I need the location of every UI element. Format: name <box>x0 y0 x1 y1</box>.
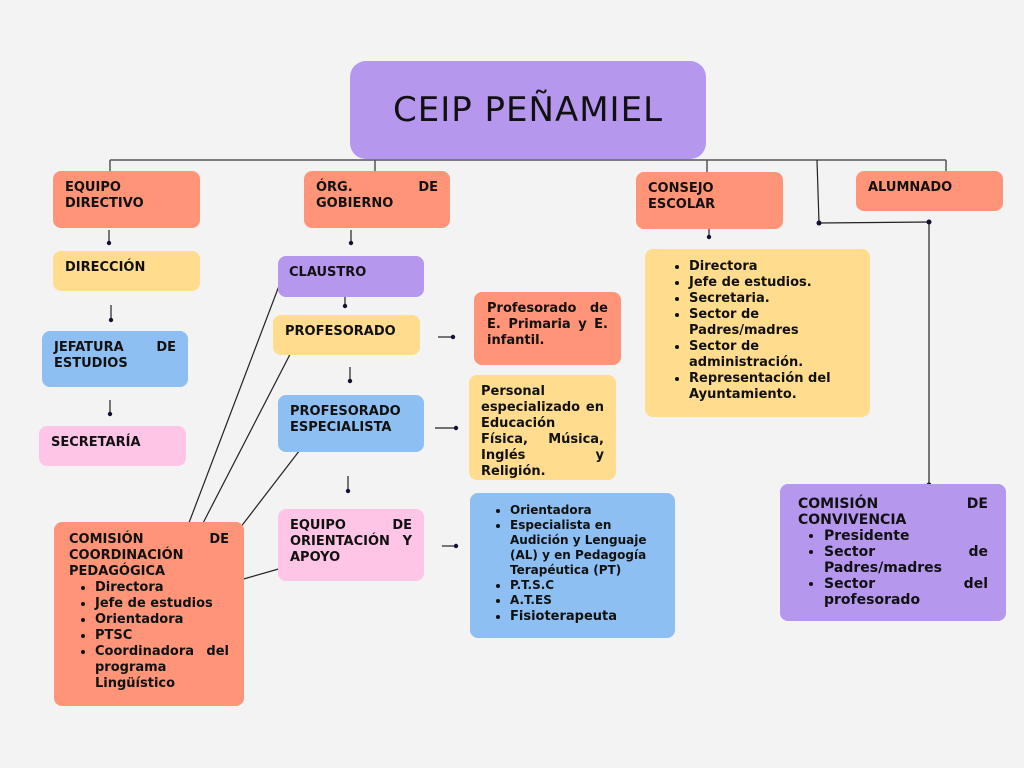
dot-convivencia-drop <box>816 220 822 226</box>
list-item: Directora <box>689 259 856 275</box>
root-node-ceip: CEIP PEÑAMIEL <box>350 61 706 159</box>
node-label: SECRETARÍA <box>51 435 141 450</box>
connector-convivencia-drop <box>816 159 820 224</box>
node-profesorado-especialista: PROFESORADO ESPECIALISTA <box>278 395 424 452</box>
list-item: Sector de Padres/madres <box>824 544 988 576</box>
consejo-member-list: Directora Jefe de estudios. Secretaria. … <box>659 259 856 403</box>
node-label: CLAUSTRO <box>289 265 367 280</box>
list-item: Directora <box>95 580 229 596</box>
dot-profesorado-especialista <box>347 378 353 384</box>
node-label: PROFESORADO ESPECIALISTA <box>290 404 401 435</box>
node-text: Personal especializado en Educación Físi… <box>481 384 604 479</box>
node-comision-coordinacion-pedagogica: COMISIÓN DE COORDINACIÓN PEDAGÓGICA Dire… <box>54 522 244 706</box>
dot-especialista-detail <box>453 425 459 431</box>
connector-convivencia-horizontal <box>818 221 930 224</box>
list-item: Orientadora <box>510 503 663 518</box>
node-text: Profesorado de E. Primaria y E. infantil… <box>487 301 608 348</box>
node-profesorado: PROFESORADO <box>273 315 420 355</box>
dot-gobierno-claustro <box>348 240 354 246</box>
node-title: COMISIÓN DE COORDINACIÓN PEDAGÓGICA <box>69 532 229 579</box>
node-personal-especializado: Personal especializado en Educación Físi… <box>469 375 616 480</box>
node-label: CONSEJO ESCOLAR <box>648 181 716 212</box>
node-consejo-escolar: CONSEJO ESCOLAR <box>636 172 783 229</box>
dot-convivencia-corner <box>926 219 932 225</box>
list-item: Secretaria. <box>689 291 856 307</box>
list-item: Jefe de estudios <box>95 596 229 612</box>
list-item: Representación del Ayuntamiento. <box>689 371 856 403</box>
list-item: P.T.S.C <box>510 578 663 593</box>
node-organos-gobierno: ÓRG. DE GOBIERNO <box>304 171 450 228</box>
ccp-member-list: Directora Jefe de estudios Orientadora P… <box>69 580 229 692</box>
node-alumnado: ALUMNADO <box>856 171 1003 211</box>
dot-profesorado-detail <box>450 334 456 340</box>
node-label: ALUMNADO <box>868 180 953 195</box>
dot-claustro-profesorado <box>342 303 348 309</box>
diagram-title: CEIP PEÑAMIEL <box>392 90 664 130</box>
list-item: Especialista en Audición y Lenguaje (AL)… <box>510 518 663 578</box>
node-label: EQUIPO DIRECTIVO <box>65 180 144 211</box>
convivencia-member-list: Presidente Sector de Padres/madres Secto… <box>798 528 988 608</box>
list-item: Sector de administración. <box>689 339 856 371</box>
node-profesorado-primaria-infantil: Profesorado de E. Primaria y E. infantil… <box>474 292 621 365</box>
list-item: Orientadora <box>95 612 229 628</box>
node-direccion: DIRECCIÓN <box>53 251 200 291</box>
dot-direccion-jefatura <box>108 317 114 323</box>
dot-orientacion-detail <box>453 543 459 549</box>
dot-jefatura-secretaria <box>107 411 113 417</box>
node-secretaria: SECRETARÍA <box>39 426 186 466</box>
node-orientacion-members: Orientadora Especialista en Audición y L… <box>470 493 675 638</box>
link-claustro-ccp <box>186 277 283 529</box>
list-item: Fisioterapeuta <box>510 608 663 626</box>
node-label: DIRECCIÓN <box>65 260 146 275</box>
node-equipo-orientacion: EQUIPO DE ORIENTACIÓN Y APOYO <box>278 509 424 581</box>
list-item: Coordinadora del programa Lingüístico <box>95 644 229 692</box>
list-item: Jefe de estudios. <box>689 275 856 291</box>
node-consejo-escolar-members: Directora Jefe de estudios. Secretaria. … <box>645 249 870 417</box>
list-item: Sector del profesorado <box>824 576 988 608</box>
node-label: PROFESORADO <box>285 324 396 339</box>
list-item: Presidente <box>824 528 988 544</box>
list-item: A.T.ES <box>510 593 663 608</box>
list-item: PTSC <box>95 628 229 644</box>
dot-directivo-direccion <box>106 240 112 246</box>
node-label: JEFATURA DE ESTUDIOS <box>54 340 176 371</box>
node-label: ÓRG. DE GOBIERNO <box>316 180 438 211</box>
node-label: EQUIPO DE ORIENTACIÓN Y APOYO <box>290 518 412 565</box>
node-title: COMISIÓN DE CONVIVENCIA <box>798 496 988 528</box>
list-item: Sector de Padres/madres <box>689 307 856 339</box>
dot-consejo-members <box>706 234 712 240</box>
node-equipo-directivo: EQUIPO DIRECTIVO <box>53 171 200 228</box>
orientacion-member-list: Orientadora Especialista en Audición y L… <box>482 503 663 626</box>
node-claustro: CLAUSTRO <box>278 256 424 297</box>
node-jefatura-estudios: JEFATURA DE ESTUDIOS <box>42 331 188 387</box>
link-orientacion-ccp <box>239 567 283 581</box>
node-comision-convivencia: COMISIÓN DE CONVIVENCIA Presidente Secto… <box>780 484 1006 621</box>
dot-especialista-orientacion <box>345 488 351 494</box>
